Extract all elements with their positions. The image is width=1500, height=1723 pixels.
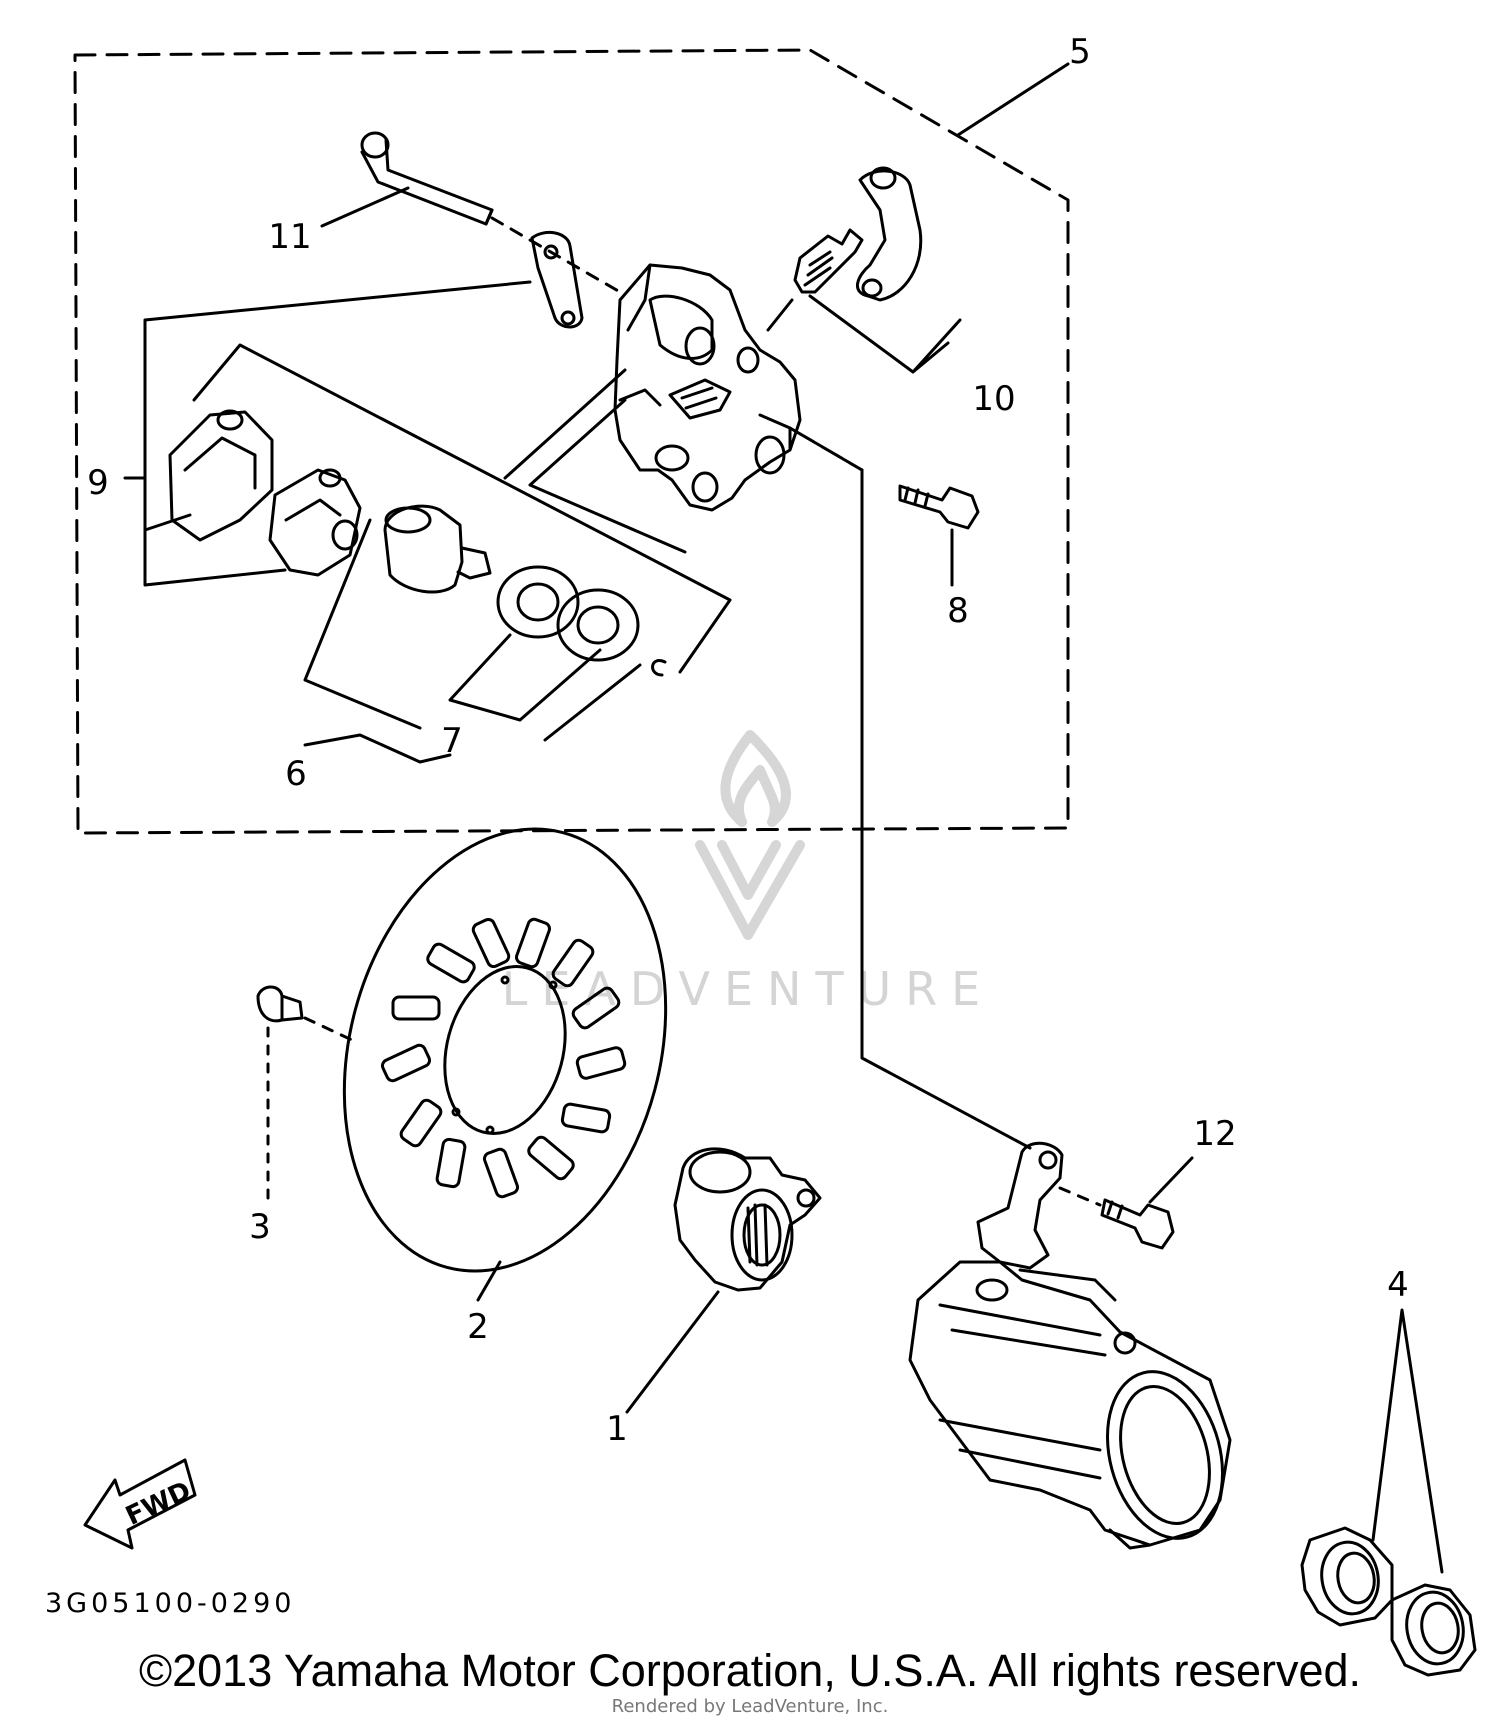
part-3-bolt bbox=[256, 985, 304, 1023]
callout-labels: 1 2 3 4 5 6 7 8 9 10 11 12 bbox=[87, 32, 1409, 1449]
callout-4: 4 bbox=[1387, 1265, 1409, 1305]
leader-12 bbox=[1148, 1156, 1194, 1204]
leader-group-6-7 bbox=[192, 343, 732, 742]
callout-12: 12 bbox=[1193, 1114, 1236, 1154]
watermark-logo-icon bbox=[695, 730, 805, 940]
bolt-axis-3 bbox=[303, 1016, 354, 1042]
part-11-pin bbox=[360, 131, 494, 226]
callout-3: 3 bbox=[249, 1207, 271, 1247]
assembly-to-bracket-line bbox=[860, 468, 1032, 1150]
part-10-bolt bbox=[793, 228, 864, 294]
part-bracket bbox=[976, 1141, 1064, 1270]
part-7-seal-a bbox=[496, 565, 580, 639]
part-4-nut-b bbox=[1390, 1583, 1477, 1677]
part-2-brake-disc bbox=[342, 827, 668, 1273]
part-9-pad-b bbox=[268, 468, 362, 577]
part-8-bolt bbox=[898, 484, 980, 530]
caliper-assembly-boundary bbox=[73, 48, 1070, 835]
diagram-code: 3G05100-0290 bbox=[45, 1588, 295, 1619]
part-9-pad-a bbox=[168, 409, 274, 542]
leader-4 bbox=[1371, 1308, 1444, 1574]
seal-clip-c bbox=[651, 659, 667, 677]
copyright-notice: ©2013 Yamaha Motor Corporation, U.S.A. A… bbox=[138, 1645, 1362, 1696]
callout-1: 1 bbox=[606, 1409, 628, 1449]
leader-10 bbox=[808, 294, 962, 374]
part-10-support-bracket bbox=[856, 166, 923, 302]
leader-9 bbox=[123, 280, 532, 587]
callout-6: 6 bbox=[285, 754, 307, 794]
leader-5 bbox=[956, 62, 1070, 137]
part-6-piston bbox=[383, 504, 492, 594]
leader-1 bbox=[625, 1290, 720, 1414]
leader-9b bbox=[143, 513, 192, 532]
bolt-axis-8 bbox=[788, 426, 864, 472]
bolt-axis-12 bbox=[1058, 1186, 1102, 1207]
rendered-by-note: Rendered by LeadVenture, Inc. bbox=[611, 1696, 889, 1717]
callout-10: 10 bbox=[972, 379, 1015, 419]
leader-6 bbox=[303, 733, 452, 764]
fwd-arrow-icon bbox=[83, 1458, 197, 1550]
part-7-seal-b bbox=[556, 588, 640, 662]
part-housing bbox=[908, 1260, 1232, 1550]
callout-11: 11 bbox=[268, 217, 311, 257]
leader-11 bbox=[320, 186, 410, 228]
part-4-nut-a bbox=[1300, 1526, 1394, 1627]
bolt-axis-10 bbox=[766, 298, 794, 332]
callout-9: 9 bbox=[87, 463, 109, 503]
leader-2 bbox=[476, 1260, 502, 1302]
part-12-bolt bbox=[1100, 1198, 1175, 1250]
disc-slots bbox=[380, 917, 627, 1199]
callout-7: 7 bbox=[441, 721, 463, 761]
part-5-caliper-body bbox=[613, 263, 802, 512]
fwd-label: FWD bbox=[121, 1476, 195, 1532]
callout-8: 8 bbox=[947, 591, 969, 631]
part-1-hub bbox=[673, 1147, 822, 1292]
callout-5: 5 bbox=[1069, 32, 1091, 72]
part-9-clip bbox=[530, 230, 584, 329]
callout-2: 2 bbox=[467, 1307, 489, 1347]
